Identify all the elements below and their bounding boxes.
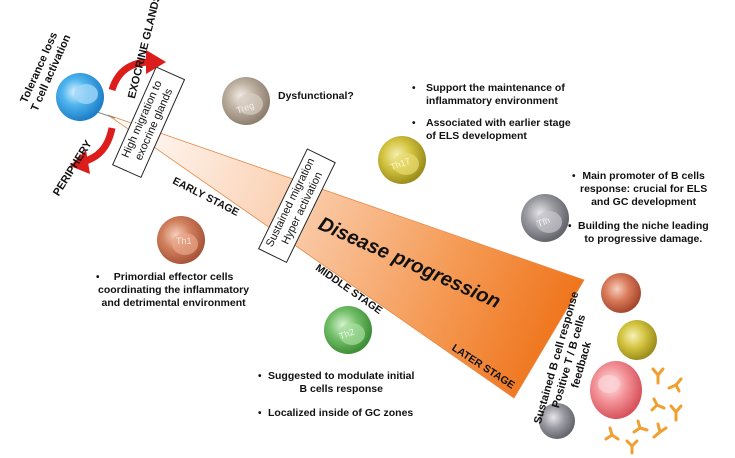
th17-cell <box>378 136 426 184</box>
th17-note-1: • Support the maintenance of inflammator… <box>412 82 565 108</box>
th17-note-1-line1: Support the maintenance of <box>426 82 565 94</box>
plasma-b-cell <box>590 361 642 419</box>
antibodies <box>604 367 683 455</box>
periphery-arrow-head <box>70 150 90 174</box>
bullet-icon: • <box>572 171 576 182</box>
th17-note-2-line1: Associated with earlier stage <box>426 117 571 129</box>
bullet-icon: • <box>96 272 100 283</box>
tfh-note-2: • Building the niche leading to progress… <box>568 220 709 246</box>
th1-label: Th1 <box>176 236 192 246</box>
th1-note-line1: Primordial effector cells <box>113 271 234 283</box>
th2-note-1-line2: B cells response <box>299 383 383 395</box>
bullet-icon: • <box>412 83 416 94</box>
later-stage-tfh-cell <box>539 403 575 439</box>
tfh-note-2-line1: Building the niche leading <box>578 220 709 232</box>
th17-note-1-line2: inflammatory environment <box>426 95 558 107</box>
tfh-note-1-line1: Main promoter of B cells <box>582 170 705 182</box>
bullet-icon: • <box>412 118 416 129</box>
th17-note-2-line2: of ELS development <box>426 130 527 142</box>
bullet-icon: • <box>258 408 262 419</box>
th2-note-2-line1: Localized inside of GC zones <box>268 407 414 419</box>
tfh-note-2-line2: to progressive damage. <box>584 233 703 245</box>
exocrine-arrow <box>108 58 151 92</box>
th2-cell <box>324 306 372 354</box>
th2-note-2: • Localized inside of GC zones <box>258 407 414 420</box>
th2-note-1-line1: Suggested to modulate initial <box>268 370 415 382</box>
activated-t-cell <box>56 73 104 121</box>
bullet-icon: • <box>258 371 262 382</box>
tfh-note-1-line2: response: crucial for ELS <box>580 183 708 195</box>
th2-note-1: • Suggested to modulate initial B cells … <box>258 370 415 396</box>
tfh-cell <box>521 194 569 242</box>
disease-progression-wedge <box>107 114 585 399</box>
bullet-icon: • <box>568 221 572 232</box>
later-stage-th1-cell <box>601 273 641 313</box>
th1-note-line3: and detrimental environment <box>101 297 246 309</box>
tfh-note-1: • Main promoter of B cells response: cru… <box>572 170 708 209</box>
exocrine-arrow-head <box>146 50 166 74</box>
tfh-note-1-line3: and GC development <box>591 196 697 208</box>
th1-note: • Primordial effector cells coordinating… <box>96 271 250 310</box>
treg-cell <box>222 77 270 125</box>
th1-cell <box>157 216 205 264</box>
th17-note-2: • Associated with earlier stage of ELS d… <box>412 117 571 143</box>
treg-note: Dysfunctional? <box>278 90 354 102</box>
later-stage-th17-cell <box>617 320 657 360</box>
th1-note-line2: coordinating the inflammatory <box>98 284 250 296</box>
